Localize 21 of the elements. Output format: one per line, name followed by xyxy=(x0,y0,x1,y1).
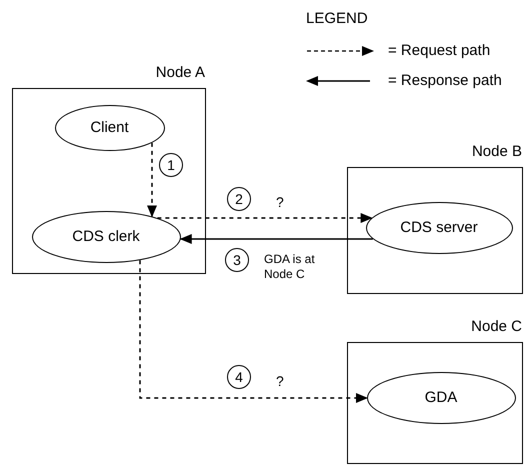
edge-note: GDA is at Node C xyxy=(264,252,316,282)
legend-text: = Response path xyxy=(388,72,502,90)
dashed-arrow xyxy=(139,260,368,403)
process-ellipse: Client xyxy=(54,104,164,150)
step-number: 1 xyxy=(159,153,183,177)
node-heading: Node A xyxy=(156,64,205,81)
legend-title: LEGEND xyxy=(306,10,368,28)
step-number: 2 xyxy=(227,187,251,211)
process-ellipse: CDS clerk xyxy=(32,210,180,262)
process-ellipse: CDS server xyxy=(366,202,512,254)
node-heading: Node B xyxy=(472,143,522,160)
dashed-arrow xyxy=(157,213,373,223)
question-mark: ? xyxy=(276,194,284,210)
dashed-arrow xyxy=(147,142,157,218)
arrow xyxy=(180,234,373,244)
node-heading: Node C xyxy=(471,318,522,335)
question-mark: ? xyxy=(276,373,284,390)
process-ellipse: GDA xyxy=(366,372,516,424)
legend-text: = Request path xyxy=(388,42,490,60)
step-number: 4 xyxy=(227,365,251,389)
step-number: 3 xyxy=(225,248,249,272)
